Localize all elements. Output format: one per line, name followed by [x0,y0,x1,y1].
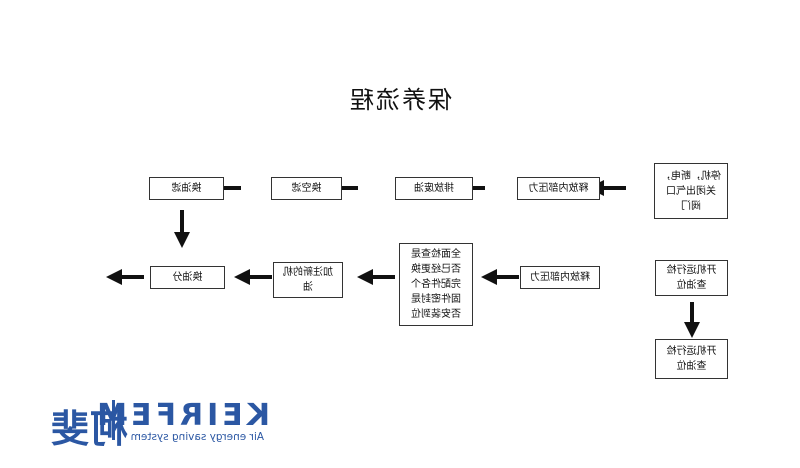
logo-tagline: Air energy saving system [130,431,264,443]
logo-brand: KEIRFEM [93,398,270,433]
step-run-check-oil-level-2: 开机运行检 查油位 [655,339,728,379]
